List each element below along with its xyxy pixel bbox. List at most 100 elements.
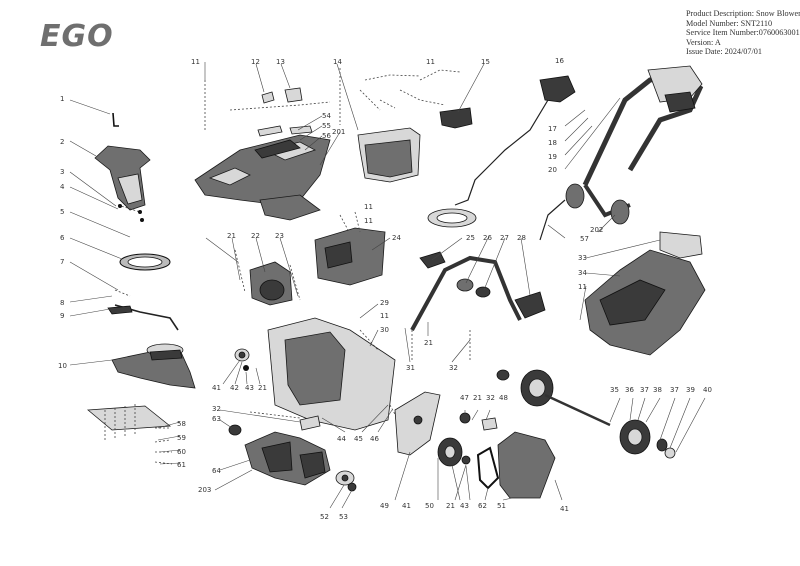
callout: 18 — [548, 139, 557, 147]
callout: 61 — [177, 461, 186, 469]
hardware-dashed-leads — [364, 74, 421, 109]
part-24-control-module — [314, 211, 386, 286]
callout: 11 — [191, 58, 200, 66]
part-62-belt — [461, 446, 500, 490]
part-25-28-lower-handle — [410, 251, 546, 360]
callout: 55 — [322, 122, 331, 130]
callout: 29 — [380, 299, 389, 307]
callout: 54 — [322, 112, 331, 120]
callout: 14 — [333, 58, 342, 66]
callout: 7 — [60, 258, 64, 266]
callout: 45 — [354, 435, 363, 443]
callout: 24 — [392, 234, 401, 242]
callout-leads — [69, 62, 706, 509]
callout: 9 — [60, 312, 64, 320]
callout: 21 — [258, 384, 267, 392]
callout: 36 — [625, 386, 634, 394]
callout: 32 — [212, 405, 221, 413]
part-1-pin — [69, 99, 119, 127]
callout: 41 — [402, 502, 411, 510]
callout: 31 — [406, 364, 415, 372]
callout: 53 — [339, 513, 348, 521]
part-202-handle-assembly — [539, 65, 704, 241]
callout: 32 — [486, 394, 495, 402]
callout: 12 — [251, 58, 260, 66]
callout: 44 — [337, 435, 346, 443]
callout: 22 — [251, 232, 260, 240]
part-47-48-tension-parts — [459, 412, 498, 431]
callout: 13 — [276, 58, 285, 66]
callout: 43 — [245, 384, 254, 392]
callout: 11 — [578, 283, 587, 291]
callout: 27 — [500, 234, 509, 242]
part-2-chute — [94, 145, 151, 211]
part-6-ring — [119, 253, 171, 271]
callout: 51 — [497, 502, 506, 510]
part-15-latch — [399, 69, 473, 129]
callout: 64 — [212, 467, 221, 475]
callout: 43 — [460, 502, 469, 510]
callout: 57 — [580, 235, 589, 243]
callout: 56 — [322, 132, 331, 140]
callout: 34 — [578, 269, 587, 277]
callout-numbers: 1 2 3 4 5 6 7 8 9 10 11 12 13 11 14 15 1… — [58, 57, 712, 521]
part-7-9-cables — [107, 289, 179, 331]
callout: 33 — [578, 254, 587, 262]
part-3-4-screws — [117, 204, 144, 222]
callout: 21 — [446, 502, 455, 510]
callout: 47 — [460, 394, 469, 402]
part-10-chute-base — [111, 343, 196, 389]
callout: 203 — [198, 486, 211, 494]
callout: 28 — [517, 234, 526, 242]
callout: 2 — [60, 138, 64, 146]
callout: 16 — [555, 57, 564, 65]
ego-logo: EGO — [40, 19, 114, 54]
callout: 3 — [60, 168, 64, 176]
part-22-motor — [234, 249, 301, 306]
callout: 30 — [380, 326, 389, 334]
callout: 37 — [640, 386, 649, 394]
issue-date: Issue Date: 2024/07/01 — [686, 47, 762, 57]
callout: 5 — [60, 208, 64, 216]
callout: 202 — [590, 226, 603, 234]
part-51-belt-cover — [497, 431, 556, 499]
callout: 21 — [473, 394, 482, 402]
version: Version: A — [686, 37, 721, 47]
callout: 35 — [610, 386, 619, 394]
part-52-53-pulley — [335, 470, 357, 492]
part-44-auger-housing — [267, 317, 399, 431]
callout: 20 — [548, 166, 557, 174]
callout: 15 — [481, 58, 490, 66]
callout: 21 — [424, 339, 433, 347]
callout: 19 — [548, 153, 557, 161]
callout: 41 — [560, 505, 569, 513]
part-14-battery-compartment — [339, 68, 421, 183]
callout: 58 — [177, 420, 186, 428]
part-201-top-cover — [194, 125, 331, 221]
callout: 50 — [425, 502, 434, 510]
callout: 62 — [478, 502, 487, 510]
part-ring-adapter — [427, 208, 477, 228]
callout: 11 — [364, 203, 373, 211]
part-12-13-buttons — [204, 80, 331, 130]
callout: 6 — [60, 234, 65, 242]
callout: 17 — [548, 125, 557, 133]
callout: 11 — [364, 217, 373, 225]
product-description: Product Description: Snow Blower — [686, 9, 800, 18]
callout: 32 — [449, 364, 458, 372]
callout: 37 — [670, 386, 679, 394]
callout: 52 — [320, 513, 329, 521]
callout: 60 — [177, 448, 186, 456]
callout: 46 — [370, 435, 379, 443]
part-41-43-bearings — [234, 348, 250, 371]
callout: 11 — [380, 312, 389, 320]
part-49-side-plate — [394, 391, 441, 456]
logo-text: EGO — [40, 19, 114, 54]
callout: 40 — [703, 386, 712, 394]
callout: 26 — [483, 234, 492, 242]
callout: 49 — [380, 502, 389, 510]
callout: 38 — [653, 386, 662, 394]
callout: 23 — [275, 232, 284, 240]
part-203-auger-assembly — [228, 411, 331, 486]
